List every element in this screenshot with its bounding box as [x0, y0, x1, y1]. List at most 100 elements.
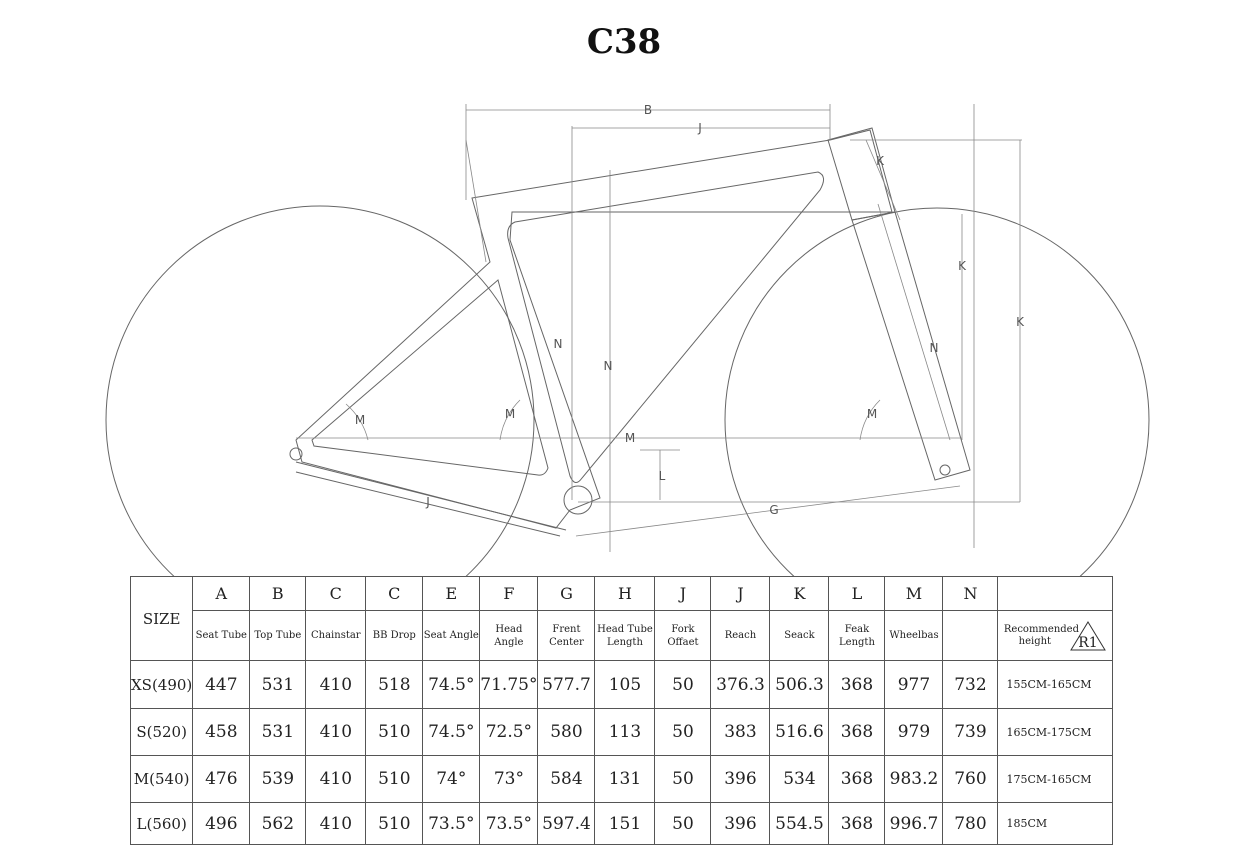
col-name: Wheelbas — [884, 610, 944, 661]
col-name: Head Angle — [479, 610, 539, 661]
table-cell: 383 — [710, 708, 771, 756]
table-cell: 368 — [828, 755, 886, 803]
geometry-table: SIZE A B C C E F G H J J K L M N Seat Tu… — [129, 576, 1114, 845]
table-cell: 597.4 — [537, 802, 596, 845]
table-cell: 580 — [537, 708, 596, 756]
size-header: SIZE — [129, 576, 194, 661]
dim-label-n-vertical: N — [604, 359, 613, 373]
col-letter: J — [710, 576, 771, 611]
recommended-height-cell: 155CM-165CM — [997, 660, 1114, 709]
table-cell: 510 — [365, 755, 424, 803]
dim-label-angle-seatstay: M — [355, 413, 365, 427]
table-cell: 71.75° — [479, 660, 539, 709]
table-cell: 73.5° — [422, 802, 481, 845]
table-cell: 780 — [942, 802, 999, 845]
rear-dropout — [289, 447, 303, 461]
table-cell: 368 — [828, 708, 886, 756]
table-cell: 447 — [192, 660, 251, 709]
col-letter: F — [479, 576, 539, 611]
recommended-height-cell: 165CM-175CM — [997, 708, 1114, 756]
col-letter: H — [594, 576, 656, 611]
table-cell: 510 — [365, 708, 424, 756]
table-cell: 50 — [654, 802, 712, 845]
col-letter: E — [422, 576, 481, 611]
table-cell: 50 — [654, 660, 712, 709]
table-cell: 113 — [594, 708, 656, 756]
table-cell: 410 — [305, 755, 367, 803]
col-name: Seack — [769, 610, 830, 661]
col-name: Frent Center — [537, 610, 596, 661]
col-letter: M — [884, 576, 944, 611]
dim-label-angle-head: M — [867, 407, 877, 421]
table-cell: 458 — [192, 708, 251, 756]
recommended-height-label: Recommended height — [1003, 623, 1079, 647]
table-cell: 396 — [710, 755, 771, 803]
size-label: XS(490) — [129, 660, 194, 709]
table-cell: 510 — [365, 802, 424, 845]
table-cell: 584 — [537, 755, 596, 803]
dim-label-j-chainstay: J — [425, 495, 430, 509]
front-triangle-inner — [507, 171, 824, 483]
frame-outline — [295, 129, 893, 529]
table-cell: 410 — [305, 802, 367, 845]
col-letter: C — [305, 576, 367, 611]
table-cell: 376.3 — [710, 660, 771, 709]
col-name: Seat Tube — [192, 610, 251, 661]
rear-wheel — [105, 205, 535, 635]
table-cell: 534 — [769, 755, 830, 803]
table-cell: 74° — [422, 755, 481, 803]
dim-label-b: B — [644, 103, 652, 117]
chart-title: C38 — [586, 22, 662, 62]
table-cell: 732 — [942, 660, 999, 709]
r1-triangle-icon: R1 — [1070, 620, 1106, 651]
table-cell: 506.3 — [769, 660, 830, 709]
table-cell: 739 — [942, 708, 999, 756]
table-cell: 979 — [884, 708, 944, 756]
dim-label-k-right: K — [1016, 315, 1025, 329]
col-letter: J — [654, 576, 712, 611]
size-label: S(520) — [129, 708, 194, 756]
dim-label-n-fork: N — [930, 341, 939, 355]
table-cell: 996.7 — [884, 802, 944, 845]
table-cell: 73° — [479, 755, 539, 803]
table-cell: 74.5° — [422, 660, 481, 709]
table-cell: 73.5° — [479, 802, 539, 845]
table-cell: 50 — [654, 755, 712, 803]
dim-label-k-stack: K — [958, 259, 967, 273]
table-cell: 410 — [305, 708, 367, 756]
table-cell: 577.7 — [537, 660, 596, 709]
dim-label-n-seat: N — [554, 337, 563, 351]
dim-label-m: M — [625, 431, 635, 445]
dim-label-angle-seat: M — [505, 407, 515, 421]
table-cell: 531 — [249, 708, 307, 756]
table-cell: 410 — [305, 660, 367, 709]
col-name: Seat Angle — [422, 610, 481, 661]
col-letter-empty — [997, 576, 1114, 611]
table-cell: 105 — [594, 660, 656, 709]
head-tube — [827, 127, 896, 221]
table-cell: 131 — [594, 755, 656, 803]
col-name: Chainstar — [305, 610, 367, 661]
table-cell: 518 — [365, 660, 424, 709]
table-cell: 496 — [192, 802, 251, 845]
bottom-bracket — [563, 485, 593, 515]
r1-icon-text: R1 — [1078, 635, 1097, 651]
size-label: M(540) — [129, 755, 194, 803]
table-cell: 50 — [654, 708, 712, 756]
col-name: Head Tube Length — [594, 610, 656, 661]
dim-label-k-head: K — [876, 154, 885, 168]
dim-label-l: L — [659, 469, 666, 483]
col-name: BB Drop — [365, 610, 424, 661]
table-cell: 977 — [884, 660, 944, 709]
table-cell: 983.2 — [884, 755, 944, 803]
col-name: Reach — [710, 610, 771, 661]
table-cell: 562 — [249, 802, 307, 845]
col-letter: C — [365, 576, 424, 611]
col-name: Top Tube — [249, 610, 307, 661]
size-label: L(560) — [129, 802, 194, 845]
